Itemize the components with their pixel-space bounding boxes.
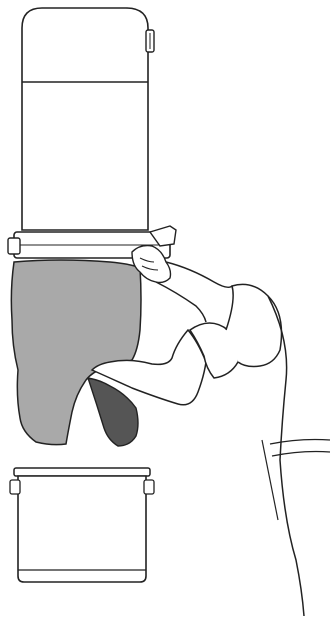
bucket-right-handle [144, 480, 154, 494]
bucket-rim [14, 468, 150, 476]
waist-line [270, 440, 330, 445]
bucket-body [18, 476, 146, 582]
canister-body [22, 8, 148, 230]
vacuum-canister-icon [22, 8, 154, 230]
dirt-bucket-icon [10, 468, 154, 582]
bag-inner-fold [88, 378, 138, 446]
wrist [166, 262, 232, 287]
collar-left-clip [8, 238, 20, 254]
bucket-left-handle [10, 480, 20, 494]
